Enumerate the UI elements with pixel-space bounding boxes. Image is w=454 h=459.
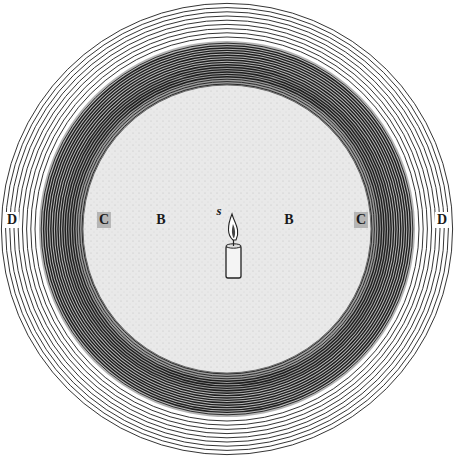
ring-line: [65, 67, 389, 391]
ring-line: [18, 20, 436, 438]
candle: [226, 214, 241, 278]
ring-line: [48, 50, 405, 407]
point-letter: C: [354, 212, 368, 228]
dark-band: [39, 41, 415, 417]
point-letter: s: [214, 203, 223, 218]
ring-line: [22, 24, 431, 433]
ring-line: [72, 74, 381, 383]
light-disc: [83, 85, 371, 373]
ring-line: [82, 84, 372, 374]
point-letter: D: [5, 212, 19, 228]
ring-line: [10, 12, 444, 446]
point-letter: B: [282, 212, 295, 228]
ring-line: [51, 53, 403, 405]
point-letter: C: [97, 212, 111, 228]
ring-line: [60, 62, 393, 395]
ring-line: [27, 29, 428, 430]
ring-line: [35, 37, 419, 421]
ring-line: [58, 60, 396, 398]
ring-line: [46, 48, 408, 410]
ring-line: [14, 16, 440, 442]
ring-line: [75, 77, 379, 381]
ring-line: [63, 65, 391, 393]
ring-line: [80, 82, 375, 377]
ring-line: [6, 8, 449, 451]
ring-line: [70, 72, 384, 386]
ring-line: [31, 33, 423, 425]
ring-line: [41, 43, 413, 415]
ring-line: [53, 55, 401, 403]
point-letter: D: [435, 212, 449, 228]
ring-line: [1, 3, 452, 454]
point-letter: B: [154, 212, 167, 228]
ring-line: [77, 79, 377, 379]
dark-band-core: [63, 65, 391, 393]
ring-line: [68, 70, 387, 389]
ring-line: [56, 58, 399, 401]
ring-line: [44, 46, 411, 413]
